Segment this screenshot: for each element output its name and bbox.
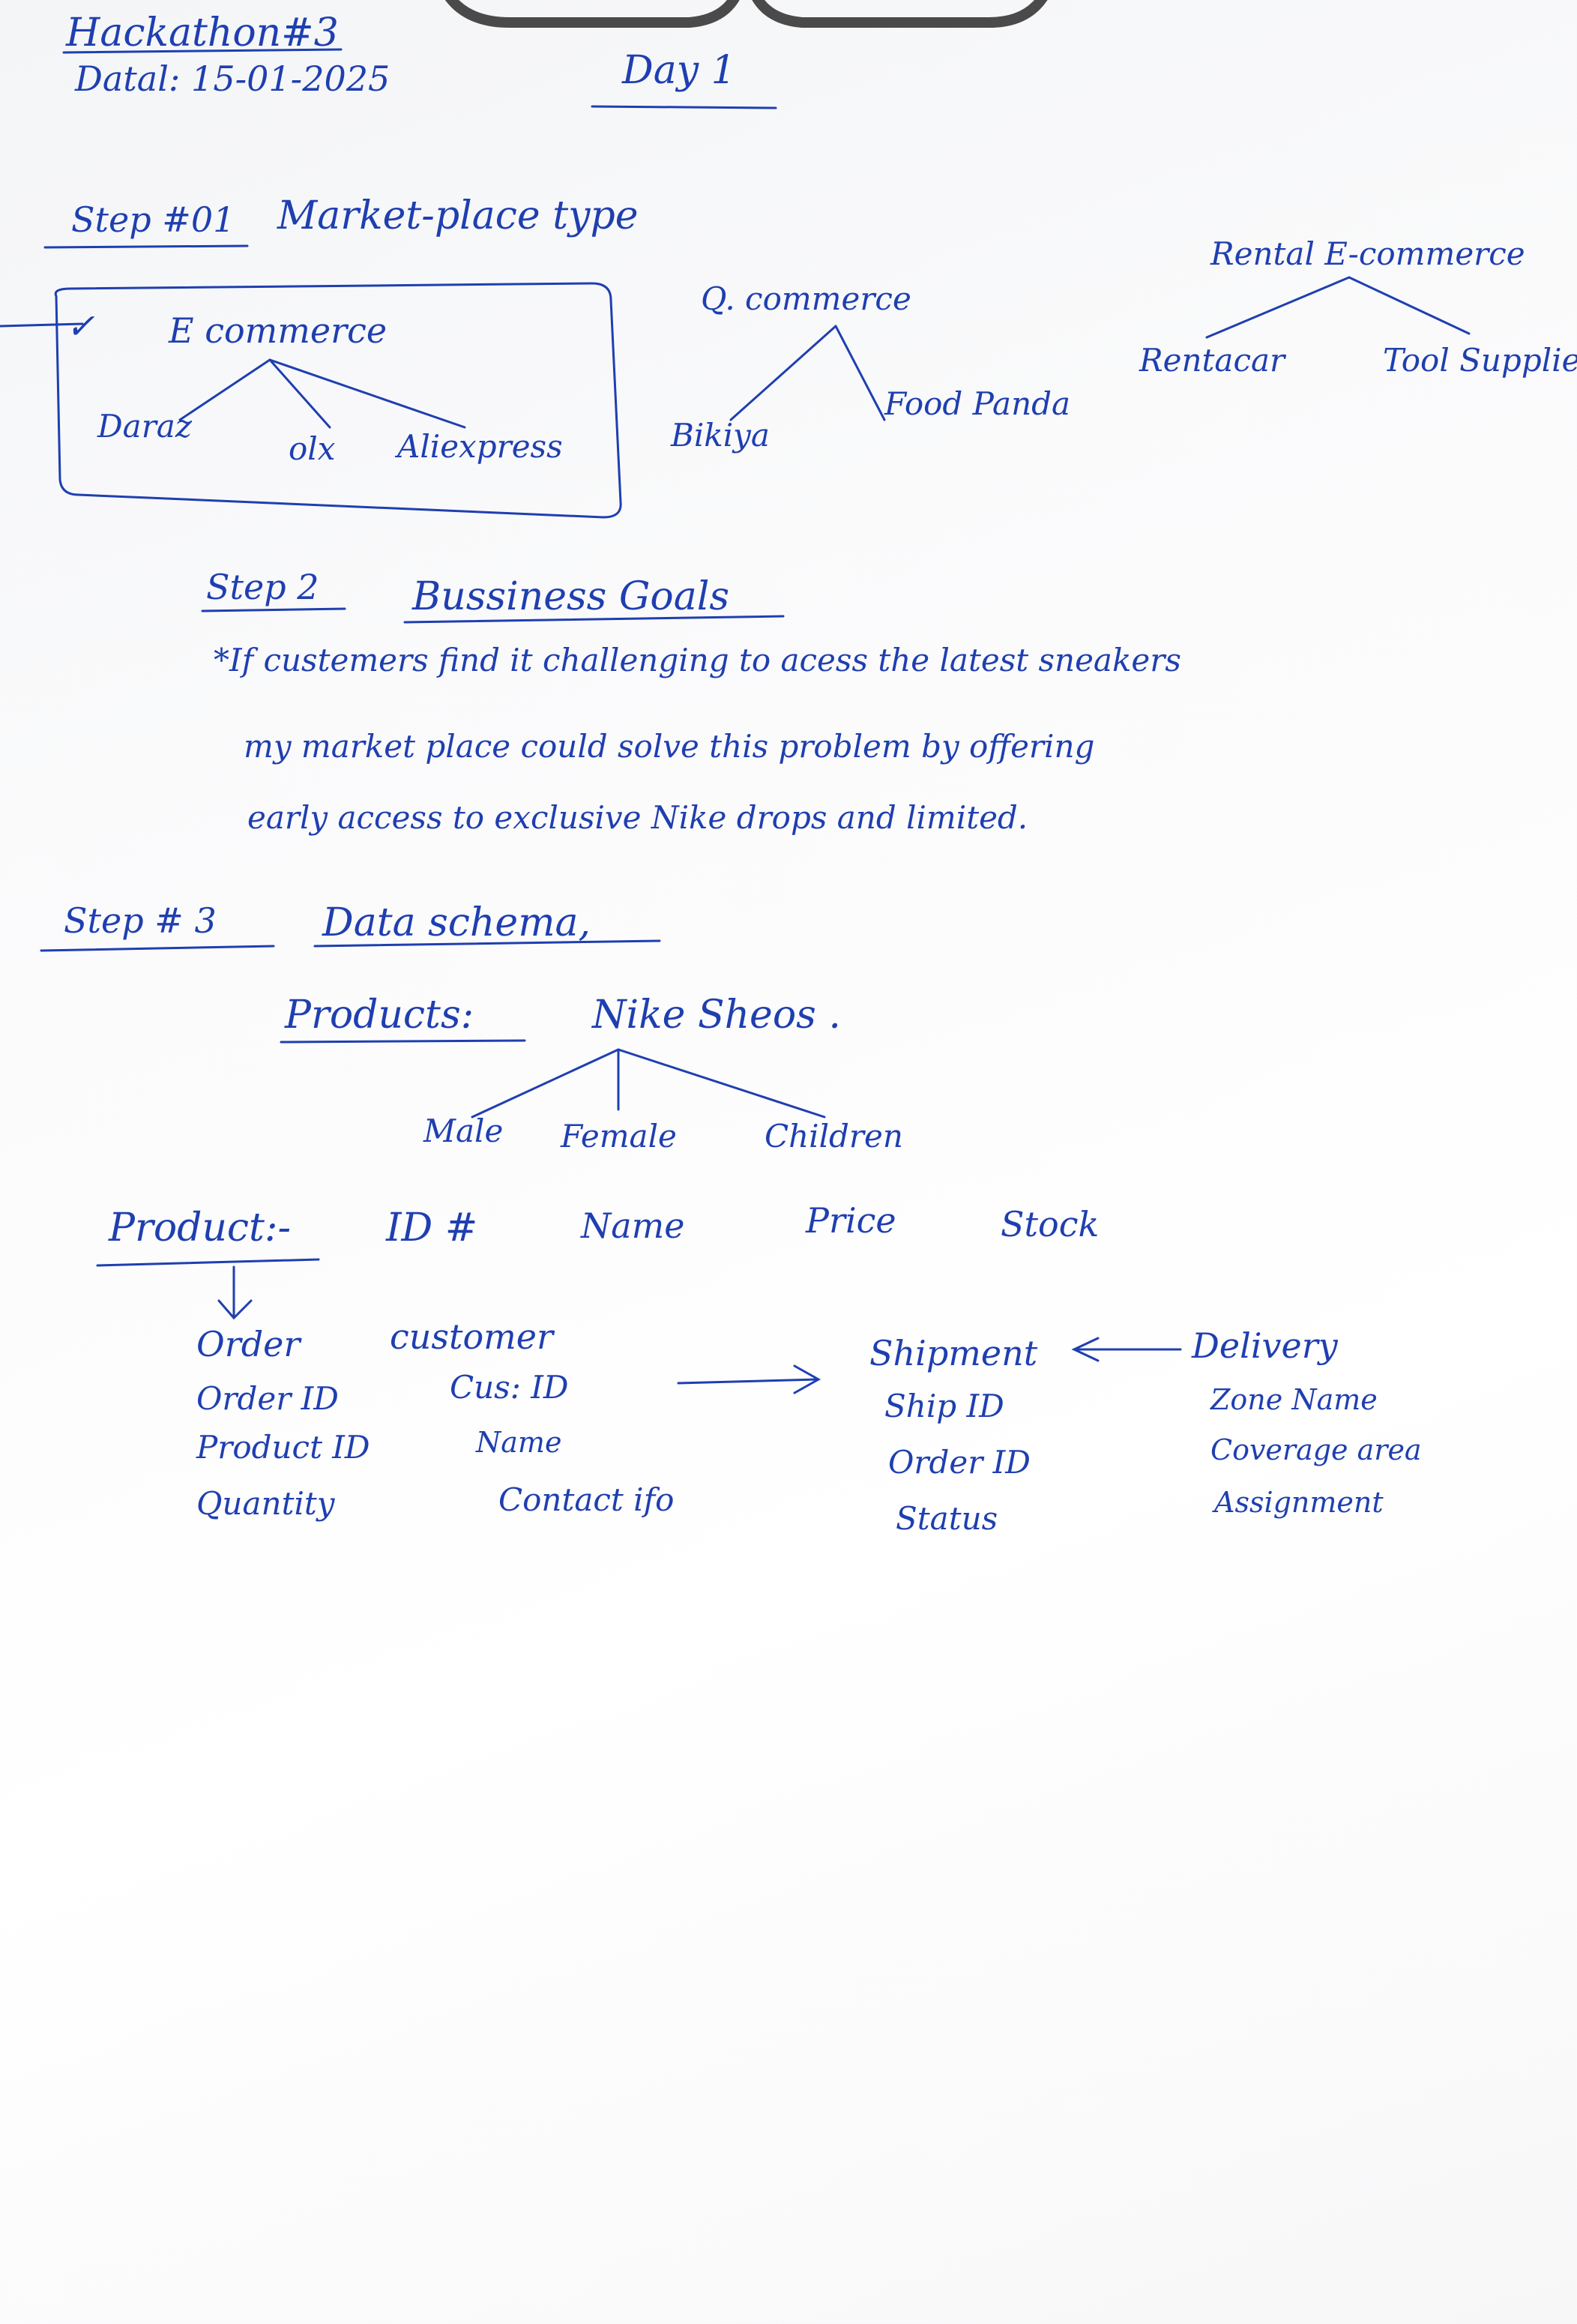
delivery-field: Coverage area (1210, 1433, 1422, 1466)
product-field: Stock (1001, 1204, 1100, 1244)
delivery-field: Zone Name (1210, 1383, 1378, 1416)
product-field: Price (806, 1200, 896, 1241)
date-label: Datal: 15-01-2025 (75, 58, 391, 99)
step2-title: Bussiness Goals (412, 574, 730, 619)
rental-item: Rentacar (1139, 342, 1285, 379)
step1-title: Market-place type (277, 193, 639, 238)
shipment-field: Ship ID (884, 1388, 1004, 1424)
day-label: Day 1 (622, 48, 736, 93)
order-field: Quantity (196, 1485, 335, 1522)
goal-line: early access to exclusive Nike drops and… (247, 799, 1028, 836)
rental-title: Rental E-commerce (1210, 235, 1525, 272)
qcommerce-title: Q. commerce (701, 280, 911, 317)
checkmark-icon: ✓ (66, 306, 95, 346)
ecommerce-item: olx (289, 430, 336, 467)
step1-label: Step #01 (71, 199, 235, 240)
shipment-field: Order ID (888, 1444, 1031, 1481)
qcommerce-item: Bikiya (671, 417, 770, 454)
customer-title: customer (390, 1316, 554, 1357)
products-label: Products: (285, 993, 474, 1038)
ecommerce-item: Daraz (97, 408, 192, 445)
delivery-field: Assignment (1214, 1486, 1384, 1519)
category-item: Male (423, 1113, 504, 1149)
product-field: Name (581, 1205, 685, 1246)
shipment-title: Shipment (869, 1333, 1038, 1373)
title-underline (62, 48, 343, 54)
step3-label: Step # 3 (64, 900, 217, 941)
rental-item: Tool Supplie (1383, 342, 1577, 379)
category-item: Female (561, 1118, 677, 1155)
goal-line: *If custemers find it challenging to ace… (214, 642, 1181, 678)
product-fields-label: Product:- (109, 1205, 292, 1250)
order-title: Order (196, 1324, 301, 1364)
order-field: Product ID (196, 1429, 370, 1466)
order-field: Order ID (196, 1380, 339, 1417)
customer-field: Cus: ID (450, 1369, 569, 1406)
ecommerce-item: Aliexpress (397, 428, 563, 465)
customer-field: Contact ifo (498, 1481, 675, 1518)
delivery-title: Delivery (1192, 1325, 1338, 1366)
step2-label: Step 2 (206, 567, 319, 607)
ecommerce-box (54, 282, 622, 519)
goal-line: my market place could solve this problem… (244, 728, 1095, 765)
page-title: Hackathon#3 (66, 10, 339, 55)
category-item: Children (765, 1118, 903, 1155)
products-value: Nike Sheos . (592, 993, 841, 1038)
day-underline (591, 105, 777, 109)
qcommerce-item: Food Panda (884, 385, 1071, 422)
product-field: ID # (386, 1205, 478, 1250)
step3-title: Data schema, (322, 900, 591, 945)
ecommerce-title: E commerce (169, 310, 388, 351)
customer-field: Name (476, 1426, 562, 1459)
glasses-frame (445, 0, 1048, 28)
shipment-field: Status (896, 1500, 998, 1537)
